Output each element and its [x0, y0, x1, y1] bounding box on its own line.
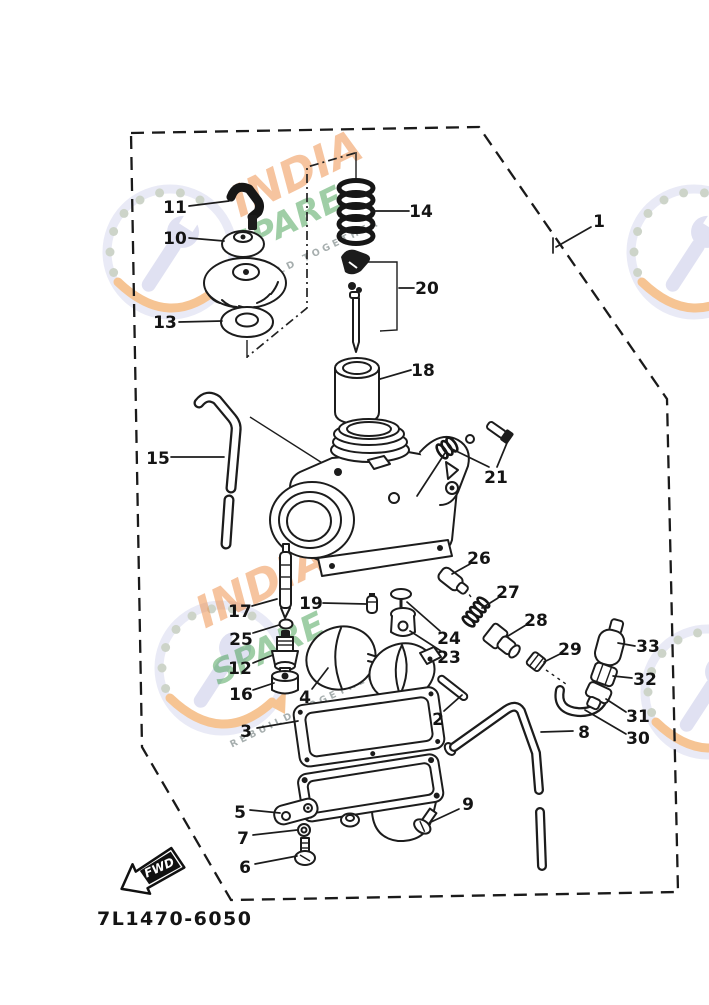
leader-line-3 [256, 720, 299, 729]
callout-19: 19 [299, 594, 323, 614]
part-20-needle-clip-set [341, 249, 371, 353]
part-2-float-pin [437, 674, 469, 702]
part-5-bracket-plate [273, 797, 319, 826]
callout-20: 20 [415, 279, 439, 299]
callout-26: 26 [467, 549, 491, 569]
watermark-wrench-badge-top-right [630, 188, 709, 315]
part-17-needle-jet [279, 543, 292, 619]
part-29-nut [525, 651, 547, 672]
callout-8: 8 [578, 723, 590, 743]
leader-line-21 [416, 452, 446, 497]
callout-30: 30 [626, 729, 650, 749]
callout-29: 29 [558, 640, 582, 660]
callout-9: 9 [462, 795, 474, 815]
part-8-drain-hose [443, 701, 547, 871]
part-7-lock-washer [297, 823, 311, 837]
callout-28: 28 [524, 611, 548, 631]
callout-11: 11 [163, 198, 187, 218]
callout-15: 15 [146, 449, 170, 469]
fwd-direction-arrow: FWD [120, 846, 186, 895]
part-27-starter-spring [461, 596, 491, 628]
part-6-screw [294, 837, 316, 866]
leader-line-33 [617, 642, 636, 647]
callout-31: 31 [626, 707, 650, 727]
leader-line-25 [252, 624, 280, 634]
leader-line-1 [555, 226, 592, 248]
part-11-elbow-fitting [226, 182, 264, 230]
callout-layer: 1234567891011121314151617181920212324252… [146, 198, 660, 878]
leader-line-5 [249, 809, 281, 814]
callout-1: 1 [593, 212, 605, 232]
callout-13: 13 [153, 313, 177, 333]
leader-line-29 [543, 653, 561, 663]
leader-line-23 [409, 630, 442, 652]
leader-line-27 [481, 597, 499, 609]
part-19-pilot-screw [366, 593, 378, 614]
callout-3: 3 [240, 722, 252, 742]
leader-line-11 [188, 200, 230, 207]
leader-line-21 [496, 437, 510, 468]
leader-line-4 [311, 667, 329, 690]
part-15-vent-tube [193, 391, 242, 550]
leader-line-6 [254, 855, 298, 865]
part-23-valve-seat [390, 607, 416, 637]
part-18-throttle-valve [334, 357, 380, 425]
part-25-oring [278, 618, 294, 630]
leader-line-13 [178, 320, 223, 323]
leader-line-17 [251, 598, 278, 607]
dashed-boundary [129, 125, 680, 902]
callout-21: 21 [484, 468, 508, 488]
leader-line-30 [584, 709, 627, 735]
leader-line-26 [451, 563, 471, 575]
callout-25: 25 [229, 630, 253, 650]
leader-line-8 [540, 730, 574, 733]
leader-line-7 [252, 829, 298, 836]
leader-line-31 [605, 698, 627, 713]
parts-layer [193, 152, 626, 871]
part-10-grommet [221, 230, 265, 258]
part-13-washer [220, 306, 274, 338]
leader-line-18 [379, 369, 412, 380]
callout-5: 5 [234, 803, 246, 823]
part-24-washer [390, 588, 412, 610]
part-32-nut [590, 661, 618, 688]
callout-23: 23 [437, 648, 461, 668]
leader-line-24 [406, 601, 441, 632]
part-mixing-chamber-cap [203, 257, 287, 309]
callout-17: 17 [228, 602, 252, 622]
leader-line-10 [188, 237, 225, 242]
callout-12: 12 [228, 659, 252, 679]
part-code: 7L1470-6050 [97, 908, 252, 930]
callout-2: 2 [432, 710, 444, 730]
part-16-jet-nut [271, 667, 299, 695]
part-carburetor-body [269, 418, 470, 577]
leader-line-19 [322, 602, 367, 605]
leader-line-28 [507, 624, 527, 637]
part-14-throttle-spring [336, 152, 376, 246]
leader-line-2 [443, 694, 463, 712]
part-31-banjo-fitting [584, 681, 613, 711]
leader-line-12 [252, 654, 274, 664]
leader-line-32 [612, 675, 633, 679]
callout-6: 6 [239, 858, 251, 878]
leader-line-21 [451, 448, 490, 468]
callout-27: 27 [496, 583, 520, 603]
part-26-plunger [437, 566, 469, 595]
part-28-starter-plunger [482, 622, 521, 659]
callout-14: 14 [409, 202, 433, 222]
part-33-cap [593, 618, 626, 667]
callout-24: 24 [437, 629, 461, 649]
callout-33: 33 [636, 637, 660, 657]
part-9-screw [413, 807, 438, 835]
callout-32: 32 [633, 670, 657, 690]
callout-16: 16 [229, 685, 253, 705]
leader-line-16 [252, 682, 275, 691]
leader-line-9 [430, 808, 460, 823]
callout-18: 18 [411, 361, 435, 381]
part-3-bowl-gasket [292, 686, 446, 768]
callout-4: 4 [299, 688, 311, 708]
callout-7: 7 [237, 829, 249, 849]
callout-10: 10 [163, 229, 187, 249]
